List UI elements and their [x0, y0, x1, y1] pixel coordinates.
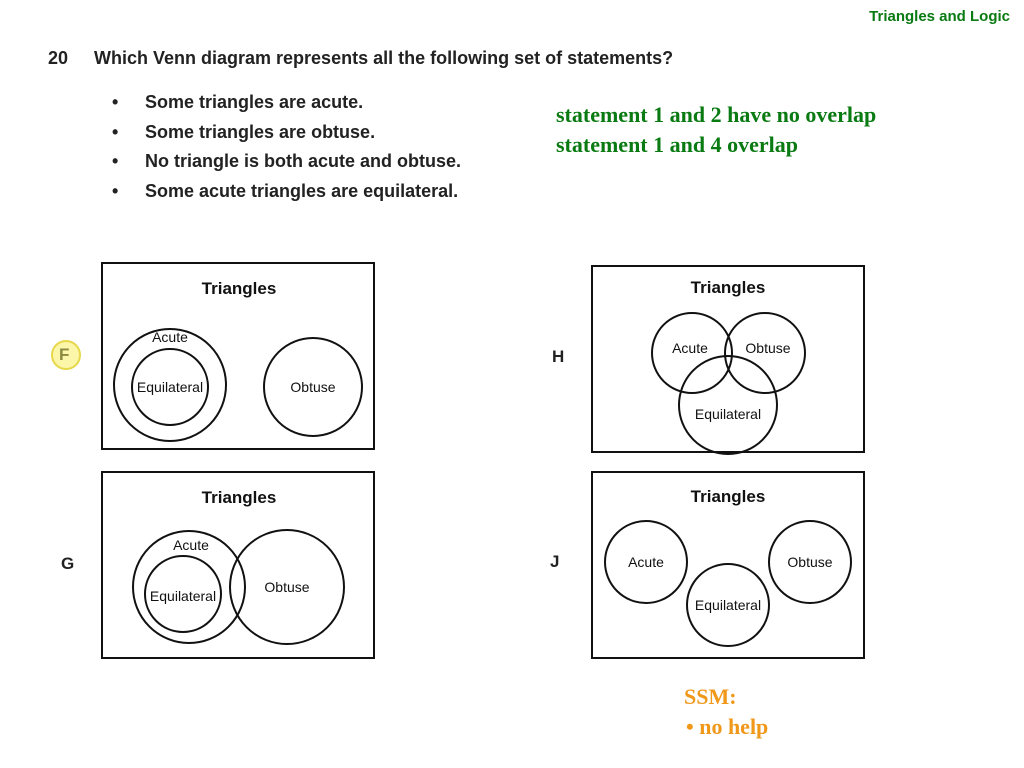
obtuse-circle: [229, 529, 345, 645]
ssm-list-item: • no help: [686, 714, 768, 740]
venn-f-graphic: Triangles Acute Equilateral Obtuse: [113, 279, 363, 442]
obtuse-label: Obtuse: [264, 579, 309, 595]
equilateral-circle: [144, 555, 222, 633]
obtuse-label: Obtuse: [745, 340, 790, 356]
note-line-2: statement 1 and 4 overlap: [556, 132, 798, 157]
ssm-heading: SSM:: [684, 684, 737, 709]
choice-label-f[interactable]: F: [59, 345, 70, 364]
equilateral-circle: [131, 348, 209, 426]
venn-diagram-g[interactable]: Triangles Acute Equilateral Obtuse: [101, 471, 375, 659]
diagram-title: Triangles: [202, 279, 277, 298]
equilateral-circle: [678, 355, 778, 455]
statement-list: • Some triangles are acute. • Some triangl…: [112, 90, 461, 208]
bullet-icon: •: [112, 92, 119, 112]
statement-text: Some triangles are acute.: [145, 92, 364, 112]
venn-diagram-j[interactable]: Triangles Acute Equilateral Obtuse: [591, 471, 865, 659]
statement-item: • Some triangles are acute.: [112, 90, 461, 120]
diagram-title: Triangles: [691, 487, 766, 506]
statement-text: No triangle is both acute and obtuse.: [145, 151, 462, 171]
acute-label: Acute: [628, 554, 664, 570]
choice-label-g[interactable]: G: [61, 554, 75, 573]
question-number: 20: [48, 48, 69, 68]
equilateral-label: Equilateral: [695, 406, 761, 422]
acute-label: Acute: [173, 537, 209, 553]
diagram-title: Triangles: [691, 278, 766, 297]
venn-diagram-h[interactable]: Triangles Acute Obtuse Equilateral: [591, 265, 865, 455]
note-line-1: statement 1 and 2 have no overlap: [556, 102, 877, 127]
statement-item: • No triangle is both acute and obtuse.: [112, 149, 461, 179]
acute-circle: [132, 530, 246, 644]
obtuse-circle: [768, 520, 852, 604]
obtuse-label: Obtuse: [290, 379, 335, 395]
choice-label-j[interactable]: J: [550, 552, 560, 571]
equilateral-label: Equilateral: [150, 588, 216, 604]
bullet-icon: •: [112, 121, 119, 142]
choice-label-h[interactable]: H: [552, 347, 565, 366]
ssm-item-text: no help: [699, 714, 769, 739]
statement-item: • Some acute triangles are equilateral.: [112, 179, 461, 209]
obtuse-circle: [263, 337, 363, 437]
bullet-icon: •: [112, 180, 119, 201]
diagram-title: Triangles: [202, 488, 277, 507]
equilateral-label: Equilateral: [137, 379, 203, 395]
bullet-icon: •: [112, 151, 119, 171]
acute-circle: [651, 312, 733, 394]
statement-text: Some triangles are obtuse.: [145, 121, 376, 142]
selected-answer-highlight: [51, 340, 81, 370]
statement-item: • Some triangles are obtuse.: [112, 120, 461, 150]
obtuse-label: Obtuse: [787, 554, 832, 570]
acute-label: Acute: [152, 329, 188, 345]
ssm-bullet-icon: •: [686, 714, 694, 739]
venn-j-graphic: Triangles Acute Equilateral Obtuse: [604, 487, 852, 647]
obtuse-circle: [724, 312, 806, 394]
corner-title: Triangles and Logic: [869, 8, 1010, 25]
question-text: Which Venn diagram represents all the fo…: [94, 48, 674, 68]
statement-text: Some acute triangles are equilateral.: [145, 180, 459, 201]
equilateral-circle: [686, 563, 770, 647]
venn-diagram-f[interactable]: Triangles Acute Equilateral Obtuse: [101, 262, 375, 450]
acute-circle: [113, 328, 227, 442]
acute-circle: [604, 520, 688, 604]
equilateral-label: Equilateral: [695, 597, 761, 613]
acute-label: Acute: [672, 340, 708, 356]
venn-g-graphic: Triangles Acute Equilateral Obtuse: [132, 488, 345, 645]
venn-h-graphic: Triangles Acute Obtuse Equilateral: [651, 278, 806, 455]
